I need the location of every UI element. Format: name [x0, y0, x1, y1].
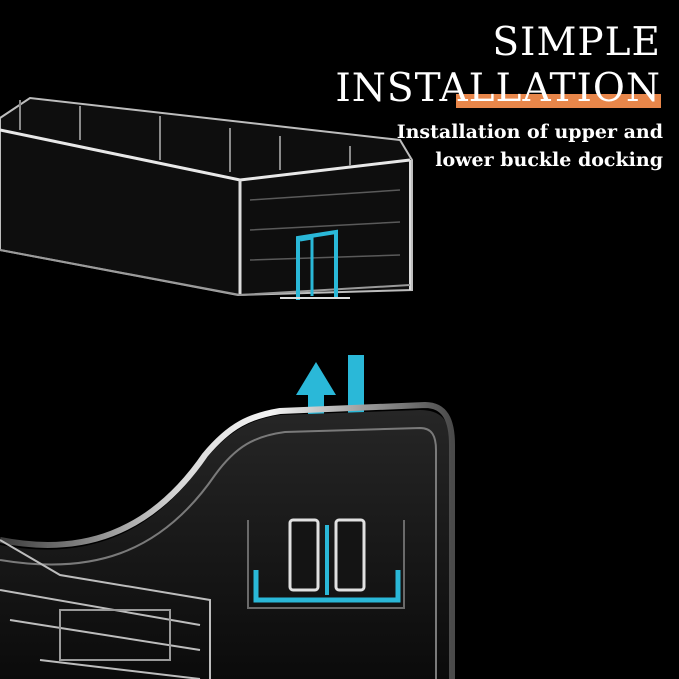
upper-basket	[0, 96, 413, 300]
headline-simple: SIMPLE	[492, 20, 661, 65]
headline-installation: INSTALLATION	[335, 68, 661, 110]
headline-accent-bar	[456, 94, 661, 108]
subtitle-line1: Installation of upper and	[396, 121, 663, 143]
headline-installation-text: INSTALLATION	[335, 66, 661, 111]
lower-plate	[0, 401, 455, 679]
subtitle-line2: lower buckle docking	[435, 149, 663, 171]
subtitle: Installation of upper and lower buckle d…	[363, 118, 663, 174]
headline: SIMPLE INSTALLATION	[335, 22, 661, 110]
